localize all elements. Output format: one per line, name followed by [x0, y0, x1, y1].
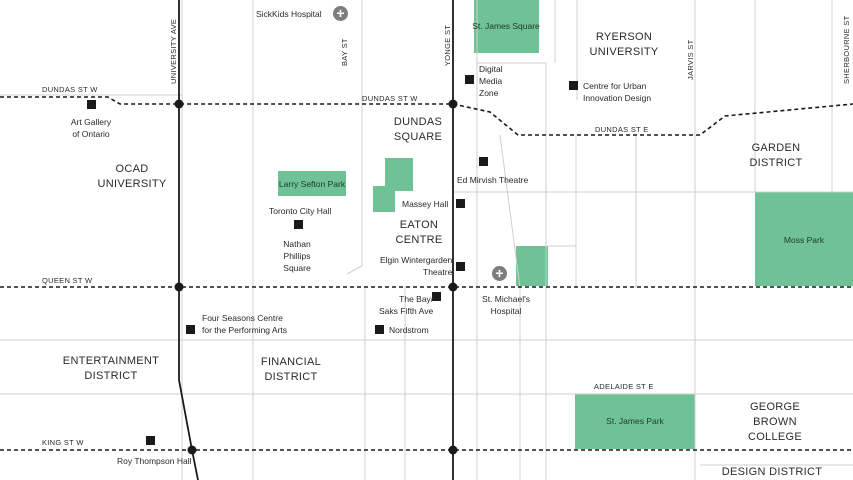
poi-marker-nordstrom[interactable]: [375, 325, 384, 334]
park-st-james-park: [575, 394, 695, 449]
street-label-university-ave: UNIVERSITY AVE: [169, 18, 178, 84]
poi-marker-elgin[interactable]: [456, 262, 465, 271]
park-label-larry-sefton: Larry Sefton Park: [278, 179, 346, 189]
poi-label-roy-thomson: Roy Thompson Hall: [117, 456, 192, 466]
park-larry-sefton: [278, 171, 346, 196]
street-label-dundas-e: DUNDAS ST E: [595, 125, 649, 134]
park-label-st-james-square: St. James Square: [472, 21, 540, 31]
street-label-bay-st: BAY ST: [340, 38, 349, 66]
park-dundas-square-green: [385, 158, 413, 191]
street-label-sherbourne-st: SHERBOURNE ST: [842, 15, 851, 85]
hospital-icon-st-michaels[interactable]: +: [492, 266, 507, 281]
park-moss-park: [755, 192, 853, 286]
poi-marker-massey-hall[interactable]: [456, 199, 465, 208]
park-label-st-james-park: St. James Park: [606, 416, 664, 426]
poi-label-massey-hall: Massey Hall: [402, 199, 449, 209]
street-label-dundas-w-center: DUNDAS ST W: [362, 94, 418, 103]
poi-marker-roy-thomson[interactable]: [146, 436, 155, 445]
poi-marker-ago[interactable]: [87, 100, 96, 109]
poi-label-sickkids: SickKids Hospital: [256, 9, 322, 19]
poi-label-ed-mirvish: Ed Mirvish Theatre: [457, 175, 529, 185]
hospital-icon-sickkids[interactable]: +: [333, 6, 348, 21]
park-st-james-square: [474, 0, 539, 53]
street-label-king-w: KING ST W: [42, 438, 84, 447]
street-label-dundas-w: DUNDAS ST W: [42, 85, 98, 94]
park-st-michaels-green: [516, 246, 548, 286]
poi-marker-urban-innovation[interactable]: [569, 81, 578, 90]
street-label-yonge-st: YONGE ST: [443, 24, 452, 66]
poi-marker-four-seasons[interactable]: [186, 325, 195, 334]
poi-marker-bay-saks[interactable]: [432, 292, 441, 301]
poi-label-bay-saks: The Bay/Saks Fifth Ave: [379, 294, 434, 316]
street-label-adelaide-e: ADELAIDE ST E: [594, 382, 654, 391]
poi-marker-digital-media-zone[interactable]: [465, 75, 474, 84]
poi-marker-ed-mirvish[interactable]: [479, 157, 488, 166]
street-label-jarvis-st: JARVIS ST: [686, 39, 695, 81]
district-design: DESIGN DISTRICT: [721, 466, 823, 478]
poi-label-nordstrom: Nordstrom: [389, 325, 429, 335]
park-dundas-square-green-2: [373, 186, 395, 212]
park-label-moss-park: Moss Park: [783, 235, 825, 245]
poi-marker-city-hall[interactable]: [294, 220, 303, 229]
poi-label-city-hall: Toronto City Hall: [269, 206, 332, 216]
street-label-queen-w: QUEEN ST W: [42, 276, 93, 285]
